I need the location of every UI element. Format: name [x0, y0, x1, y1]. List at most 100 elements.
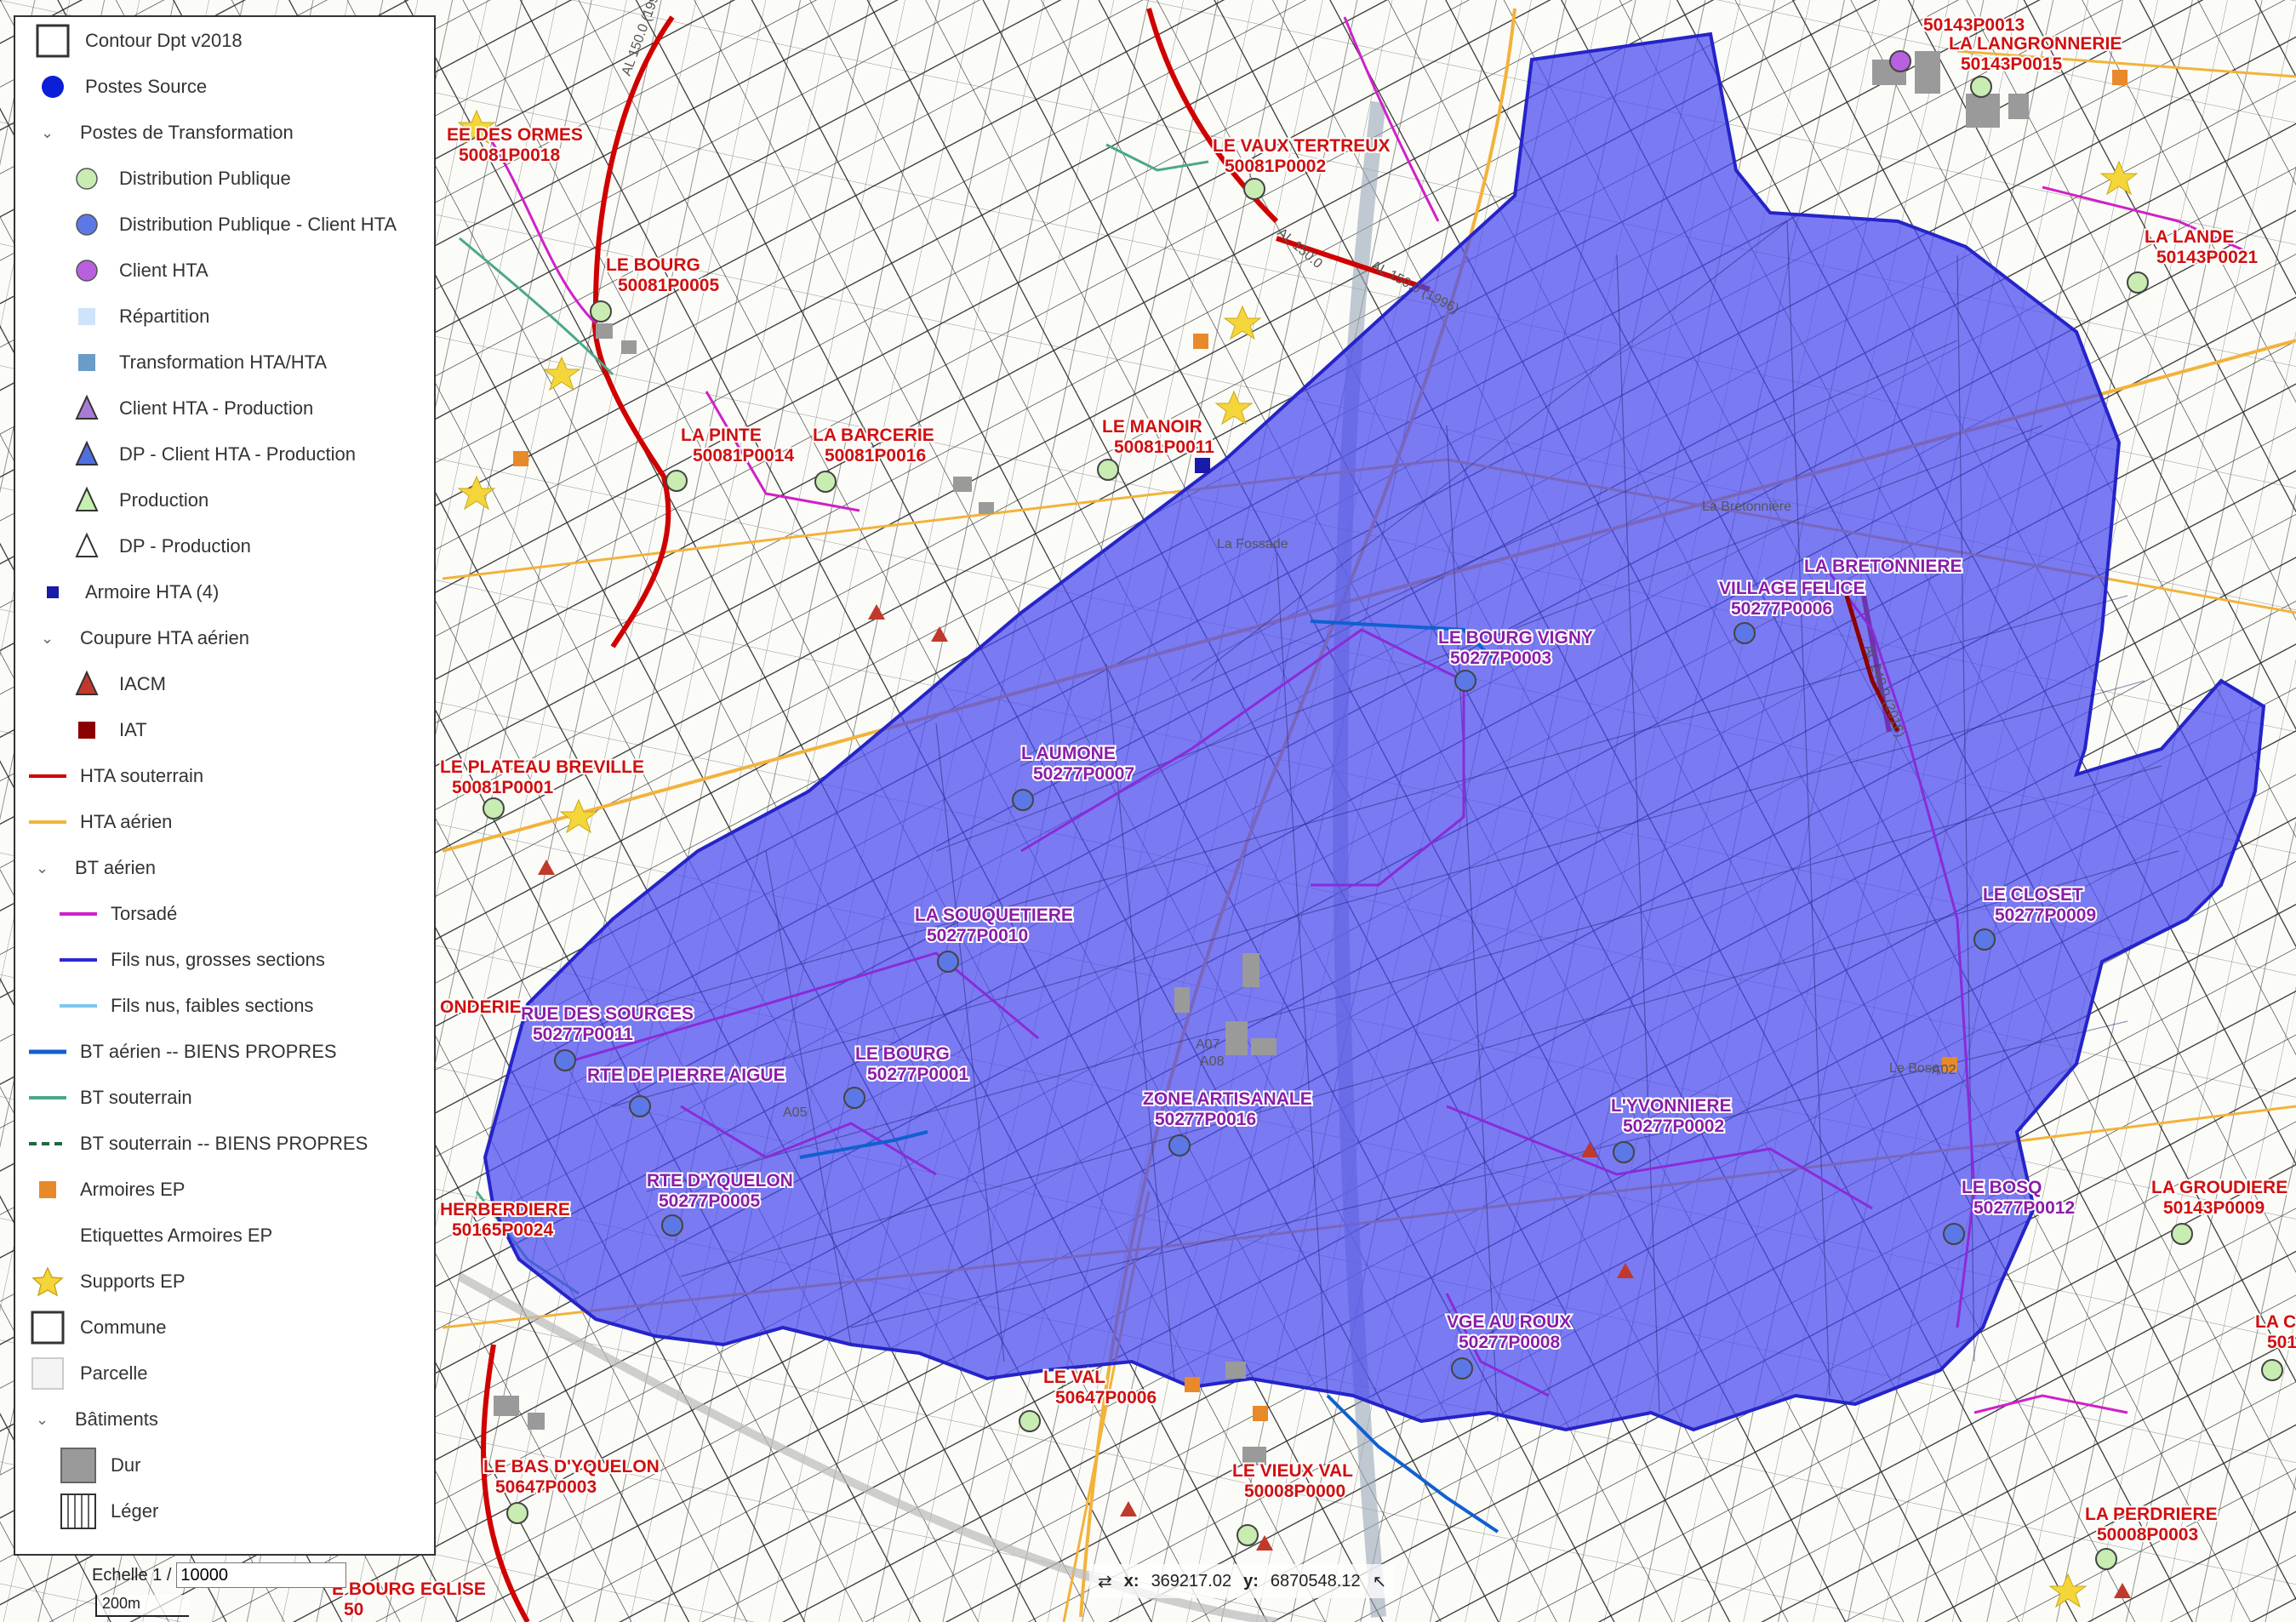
substation-code: 50277P0012	[1973, 1198, 2075, 1218]
legend-item-label: Transformation HTA/HTA	[119, 351, 328, 373]
legend-row[interactable]: Client HTA - Production	[15, 386, 434, 431]
substation-code: 50277P0011	[533, 1025, 633, 1044]
square-outline-icon	[32, 20, 73, 61]
legend-group-label: Bâtiments	[75, 1408, 158, 1430]
substation-marker[interactable]	[1012, 789, 1034, 811]
legend-row[interactable]: BT aérien -- BIENS PROPRES	[15, 1030, 434, 1074]
legend-item-label: Léger	[111, 1500, 159, 1522]
substation-marker[interactable]	[554, 1049, 576, 1071]
substation-marker[interactable]	[1454, 670, 1476, 692]
legend-row[interactable]: Commune	[15, 1305, 434, 1350]
legend-row[interactable]: Léger	[15, 1489, 434, 1533]
legend-row[interactable]: ⌄ Bâtiments	[15, 1397, 434, 1442]
substation-marker[interactable]	[1168, 1134, 1191, 1157]
legend-row[interactable]: ⌄BT aérien	[15, 846, 434, 890]
legend-row[interactable]: ⌄Coupure HTA aérien	[15, 616, 434, 660]
substation-marker[interactable]	[814, 471, 837, 493]
legend-row[interactable]: Armoire HTA (4)	[15, 570, 434, 614]
legend-row[interactable]: Transformation HTA/HTA	[15, 340, 434, 385]
legend-row[interactable]: Client HTA	[15, 248, 434, 293]
chevron-down-icon[interactable]: ⌄	[41, 124, 54, 141]
substation-code: 50	[344, 1600, 363, 1619]
substation-marker[interactable]	[1019, 1410, 1041, 1432]
substation-name: EE DES ORMES	[447, 125, 583, 145]
chevron-down-icon[interactable]: ⌄	[36, 1411, 49, 1428]
legend-row[interactable]: Contour Dpt v2018	[15, 19, 434, 63]
substation-marker[interactable]	[665, 470, 688, 492]
legend-item-label: Client HTA - Production	[119, 397, 314, 419]
legend-row[interactable]: Armoires EP	[15, 1168, 434, 1212]
substation-marker[interactable]	[2261, 1359, 2283, 1381]
legend-row[interactable]: Dur	[15, 1443, 434, 1488]
substation-marker[interactable]	[1613, 1141, 1635, 1163]
legend-item-label: Répartition	[119, 306, 210, 327]
substation-name: LE BOURG	[855, 1044, 950, 1064]
substation-marker[interactable]	[2095, 1548, 2117, 1570]
substation-marker[interactable]	[1973, 928, 1996, 951]
steel-blue-square-icon	[66, 342, 107, 383]
substation-name: LE VAL	[1043, 1368, 1105, 1387]
substation-name: LA BARCERIE	[813, 425, 934, 445]
substation-marker[interactable]	[590, 300, 612, 323]
substation-marker[interactable]	[483, 797, 505, 820]
legend-row[interactable]: Distribution Publique	[15, 157, 434, 201]
substation-marker[interactable]	[843, 1087, 865, 1109]
substation-marker[interactable]	[661, 1214, 683, 1236]
commune-parcels	[595, 220, 2179, 1422]
commune-polygon[interactable]	[483, 31, 2266, 1432]
legend-row[interactable]: DP - Production	[15, 524, 434, 568]
legend-item-label: HTA aérien	[80, 811, 173, 832]
substation-marker[interactable]	[1889, 50, 1911, 72]
svg-text:A05: A05	[783, 1105, 808, 1120]
blue-dot-icon	[32, 66, 73, 107]
substation-marker[interactable]	[1097, 459, 1119, 481]
substation-marker[interactable]	[1237, 1524, 1259, 1546]
legend-row[interactable]: Fils nus, faibles sections	[15, 984, 434, 1028]
substation-name: LE BOSQ	[1962, 1178, 2042, 1197]
legend-row[interactable]: Supports EP	[15, 1259, 434, 1304]
chevron-down-icon[interactable]: ⌄	[41, 630, 54, 647]
legend-row[interactable]: Fils nus, grosses sections	[15, 938, 434, 982]
substation-marker[interactable]	[1943, 1223, 1965, 1245]
legend-item-label: Torsadé	[111, 903, 178, 924]
substation-marker[interactable]	[2127, 271, 2149, 294]
legend-item-label: HTA souterrain	[80, 765, 204, 786]
legend-row[interactable]: BT souterrain -- BIENS PROPRES	[15, 1122, 434, 1166]
substation-marker[interactable]	[506, 1502, 528, 1524]
legend-row[interactable]: Répartition	[15, 294, 434, 339]
substation-marker[interactable]	[1243, 178, 1265, 200]
substation-code: 50143P0009	[2163, 1198, 2265, 1218]
legend-row[interactable]: HTA aérien	[15, 800, 434, 844]
substation-marker[interactable]	[1733, 622, 1756, 644]
teal-line-icon	[27, 1077, 68, 1118]
coordinate-readout: ⇄ x: 369217.02 y: 6870548.12 ↖	[1089, 1564, 1396, 1598]
scale-bar: 200m	[95, 1595, 189, 1617]
legend-row[interactable]: ⌄Postes de Transformation	[15, 111, 434, 155]
substation-name: L'YVONNIERE	[1611, 1096, 1732, 1116]
legend-row[interactable]: Distribution Publique - Client HTA	[15, 203, 434, 247]
legend-row[interactable]: Production	[15, 478, 434, 523]
substation-marker[interactable]	[937, 951, 959, 973]
legend-row[interactable]: IACM	[15, 662, 434, 706]
legend-row[interactable]: HTA souterrain	[15, 754, 434, 798]
magenta-line-icon	[58, 894, 99, 934]
legend-row[interactable]: Etiquettes Armoires EP	[15, 1214, 434, 1258]
substation-code: 50081P0011	[1114, 437, 1214, 457]
substation-marker[interactable]	[1970, 76, 1992, 98]
green-circle-icon	[66, 158, 107, 199]
blue-thick-line-icon	[27, 1031, 68, 1072]
legend-row[interactable]: Postes Source	[15, 65, 434, 109]
legend-row[interactable]: Torsadé	[15, 892, 434, 936]
substation-code: 50277P0001	[867, 1065, 968, 1084]
svg-text:La Bretonnière: La Bretonnière	[1702, 500, 1791, 514]
legend-row[interactable]: BT souterrain	[15, 1076, 434, 1120]
legend-row[interactable]: DP - Client HTA - Production	[15, 432, 434, 477]
legend-row[interactable]: IAT	[15, 708, 434, 752]
legend-row[interactable]: Parcelle	[15, 1351, 434, 1396]
scale-input[interactable]	[176, 1562, 347, 1588]
substation-marker[interactable]	[629, 1095, 651, 1117]
substation-marker[interactable]	[2171, 1223, 2193, 1245]
substation-marker[interactable]	[1451, 1357, 1473, 1379]
chevron-down-icon[interactable]: ⌄	[36, 860, 49, 877]
substation-name: ONDERIE	[440, 997, 522, 1017]
